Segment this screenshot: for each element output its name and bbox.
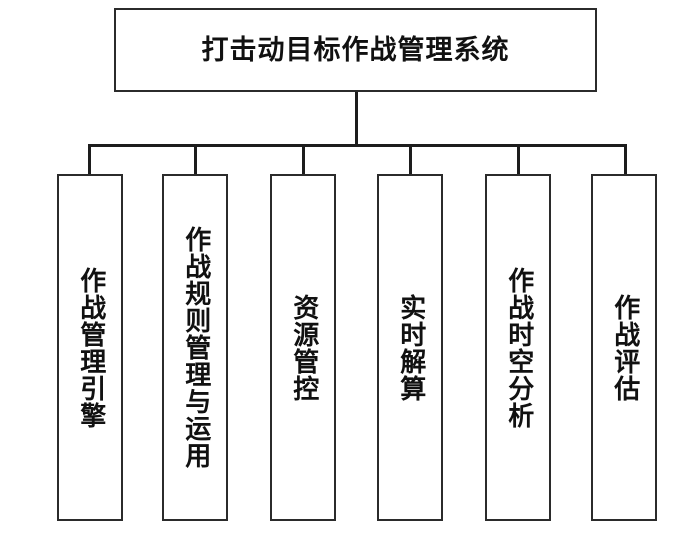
leaf-node-2-label: 作战规则管理与运用 — [180, 226, 211, 469]
connector-bus-horizontal — [88, 144, 627, 147]
leaf-node-4-label: 实时解算 — [395, 293, 426, 402]
connector-drop-4 — [409, 144, 412, 176]
leaf-node-5[interactable]: 作战时空分析 — [485, 174, 551, 521]
connector-drop-3 — [302, 144, 305, 176]
leaf-node-6[interactable]: 作战评估 — [591, 174, 657, 521]
leaf-node-1[interactable]: 作战管理引擎 — [57, 174, 123, 521]
connector-trunk-vertical — [355, 92, 358, 146]
root-node-label: 打击动目标作战管理系统 — [201, 34, 510, 66]
connector-drop-2 — [194, 144, 197, 176]
leaf-node-1-label: 作战管理引擎 — [75, 266, 106, 429]
connector-drop-1 — [88, 144, 91, 176]
root-node-system[interactable]: 打击动目标作战管理系统 — [114, 8, 597, 92]
leaf-node-5-label: 作战时空分析 — [503, 266, 534, 429]
leaf-node-3-label: 资源管控 — [288, 293, 319, 402]
leaf-node-4[interactable]: 实时解算 — [377, 174, 443, 521]
connector-drop-6 — [624, 144, 627, 176]
leaf-node-2[interactable]: 作战规则管理与运用 — [162, 174, 228, 521]
leaf-node-6-label: 作战评估 — [609, 293, 640, 402]
leaf-node-3[interactable]: 资源管控 — [270, 174, 336, 521]
connector-drop-5 — [517, 144, 520, 176]
